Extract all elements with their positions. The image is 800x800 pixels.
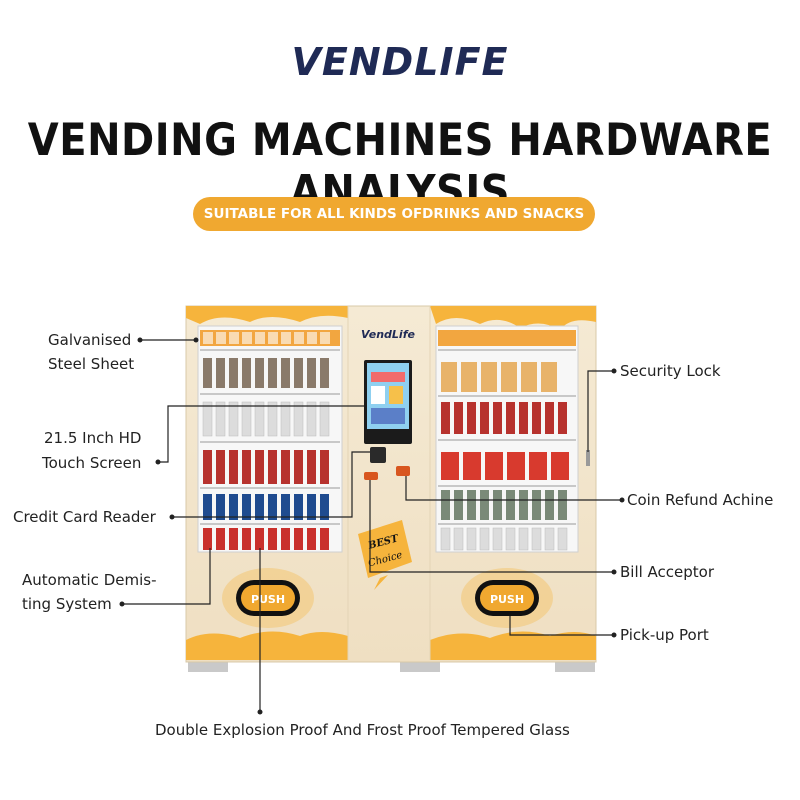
label-galvanised: Galvanised	[48, 331, 132, 349]
svg-text:PUSH: PUSH	[251, 593, 285, 606]
left-shelf-6	[203, 528, 329, 550]
left-shelf-1	[200, 330, 340, 346]
card-reader	[370, 447, 386, 463]
left-display-window	[197, 325, 343, 553]
right-shelf-1	[438, 330, 576, 346]
security-lock	[586, 450, 590, 466]
right-shelf-4	[441, 452, 569, 480]
label-coin-refund: Coin Refund Achine	[627, 491, 774, 509]
machine-feet	[188, 660, 595, 672]
pickup-port-right: PUSH	[461, 568, 553, 628]
callout-touch	[158, 405, 364, 463]
subtitle-banner: SUITABLE FOR ALL KINDS OFDRINKS AND SNAC…	[193, 197, 595, 231]
label-touch-size: 21.5 Inch HD	[44, 429, 142, 447]
coin-slot	[396, 466, 410, 476]
right-shelf-2	[441, 362, 557, 392]
left-shelf-3	[202, 401, 330, 437]
left-shelf-5	[203, 494, 329, 520]
label-credit-card-reader: Credit Card Reader	[13, 508, 156, 526]
svg-text:PUSH: PUSH	[490, 593, 524, 606]
label-bill-acceptor: Bill Acceptor	[620, 563, 715, 581]
callout-bill	[369, 480, 614, 573]
vendlife-logo: VENDLIFE	[291, 40, 509, 84]
right-shelf-5	[441, 490, 567, 520]
left-shelf-4	[203, 450, 329, 484]
right-shelf-6	[440, 527, 568, 551]
label-security-lock: Security Lock	[620, 362, 721, 380]
label-demisting-2: ting System	[22, 595, 112, 613]
callout-coin	[405, 476, 622, 501]
label-touch-screen: Touch Screen	[42, 454, 142, 472]
callout-lines	[122, 339, 622, 712]
callout-lock	[587, 370, 614, 452]
right-display-window	[435, 325, 579, 553]
label-pickup-port: Pick-up Port	[620, 626, 709, 644]
callout-dots	[119, 337, 625, 715]
orange-splash-top	[186, 306, 596, 330]
bill-slot	[364, 472, 378, 480]
label-tempered-glass: Double Explosion Proof And Frost Proof T…	[155, 721, 570, 739]
machine-cabinet	[185, 305, 597, 663]
center-control-panel: VendLife	[347, 306, 590, 660]
best-choice-badge: BEST Choice	[358, 520, 412, 590]
pickup-port-left: PUSH	[222, 568, 314, 628]
touch-screen	[364, 360, 412, 444]
callout-pickup	[509, 616, 614, 636]
left-shelf-2	[203, 358, 329, 388]
right-shelf-3	[441, 402, 567, 434]
callout-card	[172, 451, 370, 518]
svg-text:BEST: BEST	[366, 533, 401, 552]
label-steel-sheet: Steel Sheet	[48, 355, 135, 373]
orange-splash-bottom	[186, 631, 348, 660]
page-title: VENDING MACHINES HARDWARE ANALYSIS	[27, 114, 773, 218]
label-demisting-1: Automatic Demis-	[22, 571, 157, 589]
svg-text:Choice: Choice	[367, 550, 404, 570]
machine-logo-text: VendLife	[361, 328, 415, 341]
